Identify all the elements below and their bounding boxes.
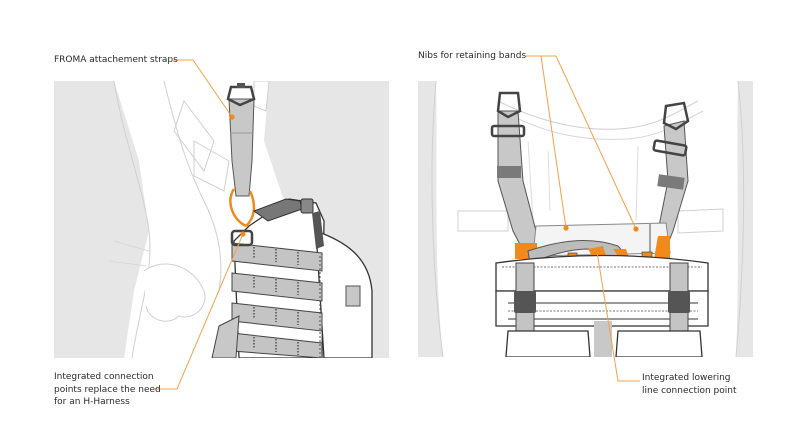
nibs-label: Nibs for retaining bands (418, 51, 527, 61)
side-view-backpack-illustration (108, 81, 373, 358)
lowering-line-label: Integrated lowering line connection poin… (642, 372, 737, 397)
lowering-line-label-line-1: Integrated lowering (642, 373, 731, 383)
froma-straps-label: FROMA attachement straps (54, 55, 178, 65)
front-view-backpack-illustration (431, 81, 745, 357)
integrated-connection-label-line-1: Integrated connection (54, 372, 154, 382)
right-illustration-panel (418, 81, 753, 357)
integrated-connection-label-line-3: for an H-Harness (54, 397, 130, 407)
integrated-connection-label: Integrated connection points replace the… (54, 371, 161, 409)
integrated-connection-label-line-2: points replace the need (54, 384, 161, 395)
lowering-line-label-line-2: line connection point (642, 385, 737, 396)
left-illustration-panel (54, 81, 389, 358)
